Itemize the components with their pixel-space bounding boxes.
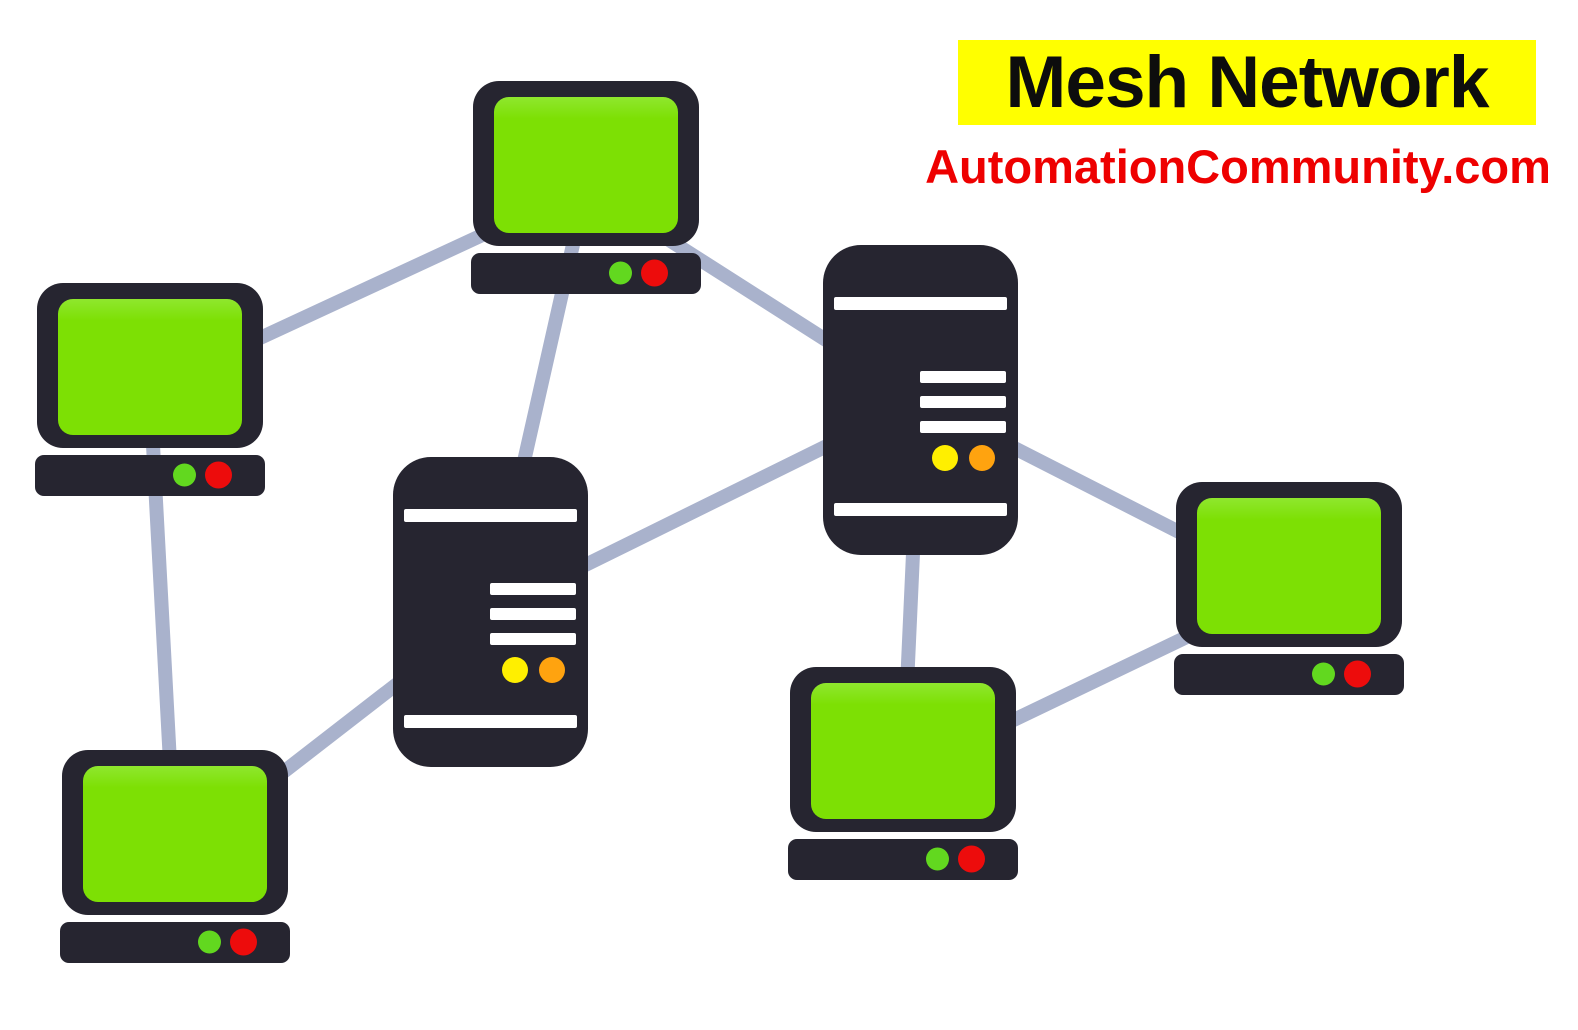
power-led-green-icon — [1312, 662, 1335, 686]
server-node-server-right — [822, 245, 1018, 555]
page-title: Mesh Network — [1005, 42, 1490, 123]
server-bottom-slot — [833, 503, 1007, 516]
power-led-green-icon — [173, 463, 196, 487]
computer-base — [35, 454, 265, 496]
monitor-frame — [37, 282, 263, 448]
server-node-server-center — [392, 457, 588, 767]
computer-node-pc-bottom-middle — [788, 666, 1018, 880]
power-led-red-icon — [230, 928, 257, 956]
computer-node-pc-top — [471, 80, 701, 294]
monitor-frame — [790, 666, 1016, 832]
computer-base — [471, 252, 701, 294]
computer-base — [788, 838, 1018, 880]
computer-base — [60, 921, 290, 963]
power-led-red-icon — [958, 845, 985, 873]
power-led-red-icon — [1344, 660, 1371, 688]
server-bottom-slot — [403, 715, 577, 728]
monitor-screen — [1197, 497, 1381, 634]
server-top-slot — [403, 509, 577, 522]
server-led-orange-icon — [538, 657, 565, 683]
computer-node-pc-right — [1174, 481, 1404, 695]
server-vent-line — [919, 421, 1006, 433]
power-led-green-icon — [609, 261, 632, 285]
title-highlight: Mesh Network — [958, 40, 1536, 125]
server-led-orange-icon — [968, 445, 995, 471]
monitor-frame — [1176, 481, 1402, 647]
server-vent-line — [489, 608, 576, 620]
monitor-screen — [58, 298, 242, 435]
server-top-slot — [833, 297, 1007, 310]
monitor-frame — [62, 749, 288, 915]
monitor-screen — [494, 96, 678, 233]
computer-base — [1174, 653, 1404, 695]
server-vent-line — [919, 371, 1006, 383]
server-vent-line — [489, 583, 576, 595]
server-led-yellow-icon — [931, 445, 958, 471]
monitor-screen — [83, 765, 267, 902]
power-led-red-icon — [641, 259, 668, 287]
monitor-screen — [811, 682, 995, 819]
server-vent-line — [489, 633, 576, 645]
power-led-green-icon — [198, 930, 221, 954]
monitor-frame — [473, 80, 699, 246]
power-led-green-icon — [926, 847, 949, 871]
server-led-yellow-icon — [501, 657, 528, 683]
computer-node-pc-bottom-left — [60, 749, 290, 963]
server-vent-line — [919, 396, 1006, 408]
computer-node-pc-left — [35, 282, 265, 496]
power-led-red-icon — [205, 461, 232, 489]
website-text: AutomationCommunity.com — [925, 140, 1551, 193]
